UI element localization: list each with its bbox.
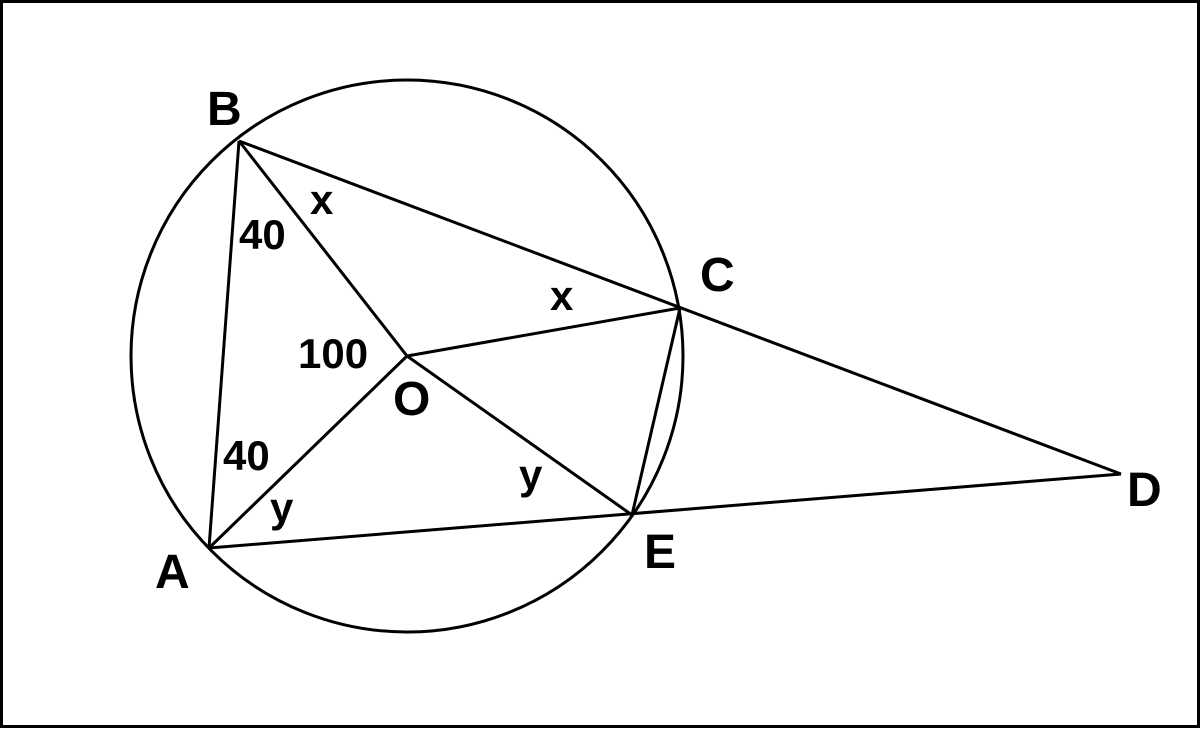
geometry-diagram: B C D E A O 40 x x 100 40 y y <box>129 78 1162 634</box>
segment-ba <box>207 140 241 549</box>
angle-label-obc: x <box>310 176 334 223</box>
angle-label-oea: y <box>519 451 543 498</box>
point-label-c: C <box>700 249 735 302</box>
angle-label-oae: y <box>270 484 294 531</box>
angle-label-ocb: x <box>550 272 574 319</box>
circle <box>129 78 685 634</box>
segment-oc <box>406 306 681 358</box>
segment-bo <box>237 140 409 357</box>
segment-ao <box>207 354 409 550</box>
segment-bd <box>238 139 1122 476</box>
segment-ce <box>630 307 682 516</box>
angle-label-abo: 40 <box>239 211 286 258</box>
segment-oe <box>406 354 633 517</box>
point-label-a: A <box>155 546 190 599</box>
point-label-b: B <box>207 83 242 136</box>
point-label-d: D <box>1127 464 1162 517</box>
point-label-e: E <box>644 526 676 579</box>
angle-label-bao: 40 <box>223 432 270 479</box>
angle-label-aob: 100 <box>298 330 368 377</box>
segment-ad <box>208 472 1122 550</box>
point-label-o: O <box>393 373 430 426</box>
